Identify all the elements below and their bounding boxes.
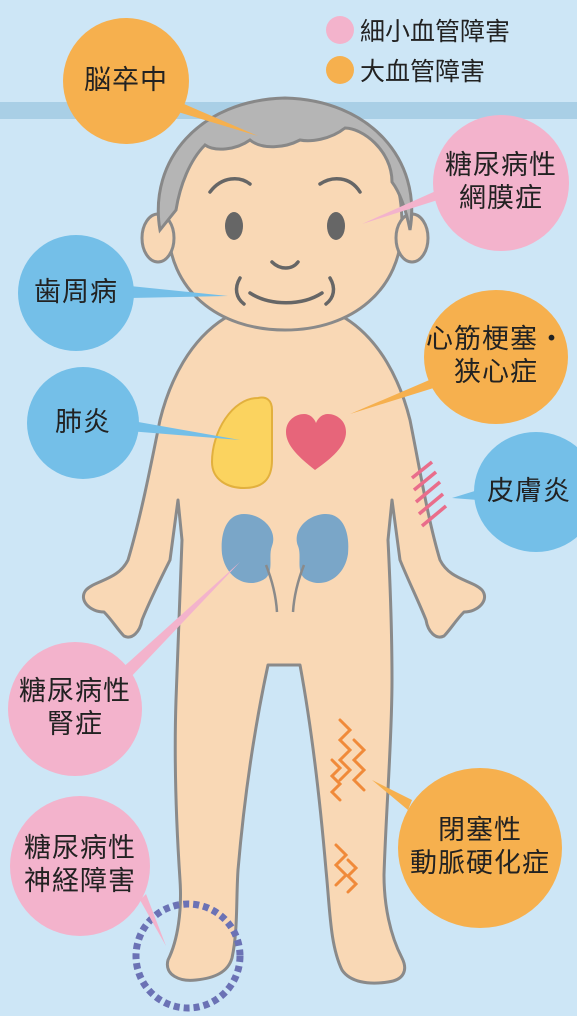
legend-microvascular: 細小血管障害 xyxy=(326,12,510,48)
pad-line-2: 動脈硬化症 xyxy=(410,848,550,881)
retinopathy-line-2: 網膜症 xyxy=(445,183,557,216)
retinopathy-line-1: 糖尿病性 xyxy=(445,150,557,183)
stroke-label: 脳卒中 xyxy=(84,65,168,98)
nephropathy-line-2: 腎症 xyxy=(19,709,131,742)
right-eye xyxy=(327,212,345,240)
legend-micro-label: 細小血管障害 xyxy=(360,12,510,48)
bubble-neuropathy: 糖尿病性 神経障害 xyxy=(10,796,150,936)
heart-line-2: 狭心症 xyxy=(426,357,566,390)
periodontal-label: 歯周病 xyxy=(34,277,118,310)
bubble-pad: 閉塞性 動脈硬化症 xyxy=(398,768,562,928)
bubble-retinopathy: 糖尿病性 網膜症 xyxy=(433,115,569,251)
bubble-stroke: 脳卒中 xyxy=(63,18,189,144)
bubble-nephropathy: 糖尿病性 腎症 xyxy=(8,642,142,776)
legend-macro-label: 大血管障害 xyxy=(360,52,485,88)
pneumonia-label: 肺炎 xyxy=(55,407,111,440)
nephropathy-line-1: 糖尿病性 xyxy=(19,676,131,709)
left-eye xyxy=(225,212,243,240)
legend-micro-swatch xyxy=(326,16,354,44)
bubble-periodontal: 歯周病 xyxy=(18,235,134,351)
pad-line-1: 閉塞性 xyxy=(410,815,550,848)
bubble-heart-disease: 心筋梗塞・ 狭心症 xyxy=(424,290,568,424)
heart-line-1: 心筋梗塞・ xyxy=(426,324,566,357)
neuropathy-line-1: 糖尿病性 xyxy=(24,833,136,866)
dermatitis-label: 皮膚炎 xyxy=(487,476,571,509)
legend-macro-swatch xyxy=(326,56,354,84)
bubble-pneumonia: 肺炎 xyxy=(27,367,139,479)
neuropathy-line-2: 神経障害 xyxy=(24,866,136,899)
legend-macrovascular: 大血管障害 xyxy=(326,52,485,88)
